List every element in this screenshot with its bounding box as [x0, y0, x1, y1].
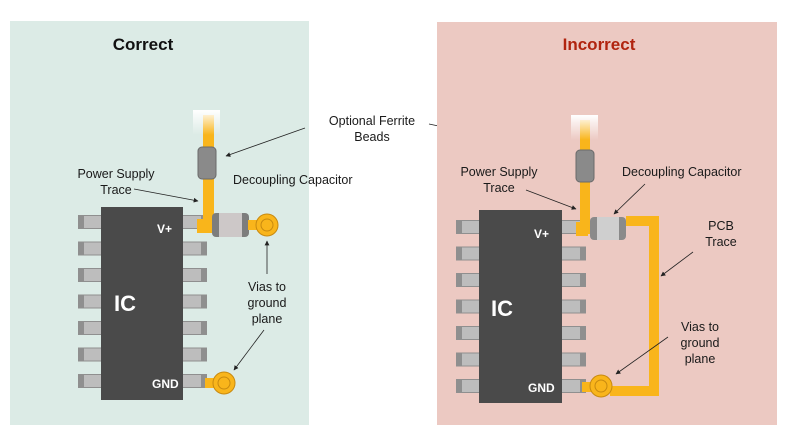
vias-label-line3: plane [685, 352, 716, 366]
decoupling-capacitor [590, 217, 626, 240]
ic-pin-face [462, 380, 480, 392]
ic-pin-face [84, 322, 102, 334]
vias-label-line2: ground [681, 336, 720, 350]
ic-pin-face [84, 348, 102, 361]
pcb-trace-arrow [660, 251, 694, 277]
gnd-label: GND [528, 381, 555, 395]
ic-pin-face [562, 380, 580, 392]
ic-body [479, 210, 562, 403]
ferrite-arrow-left [225, 127, 306, 157]
ic-pin-face [462, 247, 480, 260]
ic-pin-face [84, 375, 102, 387]
vias-arrow [615, 336, 669, 375]
ic-label: IC [114, 291, 136, 316]
via-trace-top [248, 220, 262, 230]
correct-title: Correct [113, 35, 174, 54]
ic-pin-face [183, 242, 201, 255]
power-supply-label-line2: Trace [100, 183, 132, 197]
power-supply-arrow [133, 188, 199, 203]
ic-label: IC [491, 296, 513, 321]
incorrect-panel: Incorrect IC V+ GND Power Supply Trace D… [437, 22, 777, 425]
ic-pins-left [78, 215, 102, 388]
ic-pin-face [462, 353, 480, 366]
ic-pin-face [562, 274, 580, 286]
vplus-label: V+ [534, 227, 549, 241]
vias-label-line2: ground [248, 296, 287, 310]
power-supply-arrow [525, 189, 577, 210]
ic-pin-face [462, 327, 480, 339]
ic-pin-face [183, 375, 201, 387]
vias-arrow-bottom [233, 329, 265, 371]
power-supply-label-line2: Trace [483, 181, 515, 195]
ic-pin-face [562, 300, 580, 313]
ic-pin-face [183, 269, 201, 281]
ferrite-beads-label-line2: Beads [354, 130, 389, 144]
pcb-trace-label: PCB [708, 219, 734, 233]
gnd-label: GND [152, 377, 179, 391]
decoupling-capacitor-arrow [613, 183, 646, 215]
vplus-label: V+ [157, 222, 172, 236]
ic-pin-face [84, 269, 102, 281]
via-top [255, 213, 279, 237]
vias-label: Vias to [248, 280, 286, 294]
via-trace-bottom [582, 382, 594, 392]
pcb-trace [610, 216, 659, 396]
ic-pin-face [84, 242, 102, 255]
ic-pins-right [183, 215, 207, 388]
power-supply-label: Power Supply [77, 167, 155, 181]
decoupling-capacitor [212, 213, 249, 237]
via-trace-bottom [205, 378, 219, 388]
ferrite-bead [575, 149, 595, 183]
ic-pin-face [562, 247, 580, 260]
ic-pin-face [183, 295, 201, 308]
ic-pin-face [462, 300, 480, 313]
ic-pins-left [456, 220, 480, 393]
vias-label-line3: plane [252, 312, 283, 326]
correct-panel: Correct IC V+ GND [10, 21, 353, 425]
incorrect-title: Incorrect [563, 35, 636, 54]
pcb-trace-label-line2: Trace [705, 235, 737, 249]
ic-pin-face [84, 216, 102, 228]
via-bottom [589, 374, 613, 398]
ferrite-beads-label: Optional Ferrite [329, 114, 415, 128]
ic-pin-face [562, 221, 580, 233]
ic-pin-face [562, 327, 580, 339]
decoupling-capacitor-label: Decoupling Capacitor [622, 165, 742, 179]
ic-pin-face [84, 295, 102, 308]
via-bottom [212, 371, 236, 395]
ferrite-bead [197, 146, 217, 180]
ic-pin-face [183, 322, 201, 334]
decoupling-capacitor-label: Decoupling Capacitor [233, 173, 353, 187]
ic-pin-face [562, 353, 580, 366]
ic-body [101, 207, 183, 400]
power-supply-label: Power Supply [460, 165, 538, 179]
ic-pin-face [462, 221, 480, 233]
ic-pin-face [183, 216, 201, 228]
ic-pin-face [462, 274, 480, 286]
vias-label: Vias to [681, 320, 719, 334]
ic-pin-face [183, 348, 201, 361]
